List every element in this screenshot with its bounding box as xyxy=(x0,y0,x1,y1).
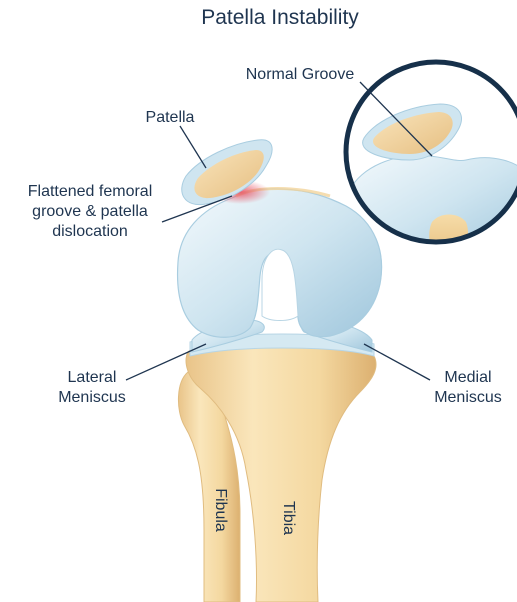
diagram-title: Patella Instability xyxy=(201,6,359,29)
label-fibula: Fibula xyxy=(212,488,229,532)
leader-line-patella xyxy=(180,126,206,168)
label-lateral-line-2: Meniscus xyxy=(58,389,126,406)
label-normal-groove: Normal Groove xyxy=(246,66,355,83)
label-flattened-line-3: dislocation xyxy=(52,223,128,240)
label-patella: Patella xyxy=(146,109,195,126)
label-medial-line-2: Meniscus xyxy=(434,389,502,406)
femur-bone xyxy=(178,189,382,338)
label-lateral-line-1: Lateral xyxy=(68,369,117,386)
label-flattened-line-1: Flattened femoral xyxy=(28,183,153,200)
label-tibia: Tibia xyxy=(280,501,297,535)
label-flattened-line-2: groove & patella xyxy=(32,203,148,220)
label-medial-line-1: Medial xyxy=(444,369,491,386)
